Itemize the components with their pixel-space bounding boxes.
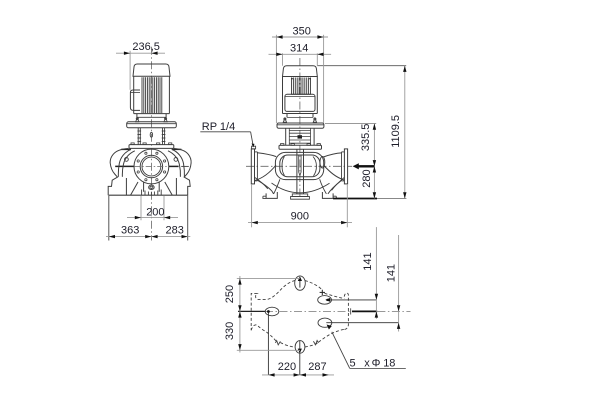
svg-text:200: 200 — [146, 206, 164, 218]
svg-text:287: 287 — [308, 361, 326, 373]
svg-text:314: 314 — [290, 42, 308, 54]
svg-text:141: 141 — [385, 264, 397, 282]
svg-text:1109.5: 1109.5 — [390, 115, 402, 148]
svg-text:335.5: 335.5 — [360, 124, 372, 152]
svg-text:900: 900 — [291, 210, 309, 222]
svg-text:350: 350 — [293, 25, 311, 37]
svg-text:18: 18 — [383, 357, 395, 369]
svg-text:5: 5 — [350, 357, 356, 369]
svg-text:280: 280 — [361, 169, 373, 187]
svg-text:363: 363 — [121, 224, 139, 236]
svg-text:Φ: Φ — [372, 357, 381, 369]
svg-text:250: 250 — [224, 285, 236, 303]
svg-text:236,5: 236,5 — [132, 41, 160, 53]
svg-text:330: 330 — [224, 322, 236, 340]
svg-text:283: 283 — [166, 224, 184, 236]
svg-text:RP 1/4: RP 1/4 — [202, 121, 235, 133]
svg-text:220: 220 — [278, 361, 296, 373]
svg-text:141: 141 — [362, 252, 374, 270]
svg-text:x: x — [364, 357, 370, 369]
